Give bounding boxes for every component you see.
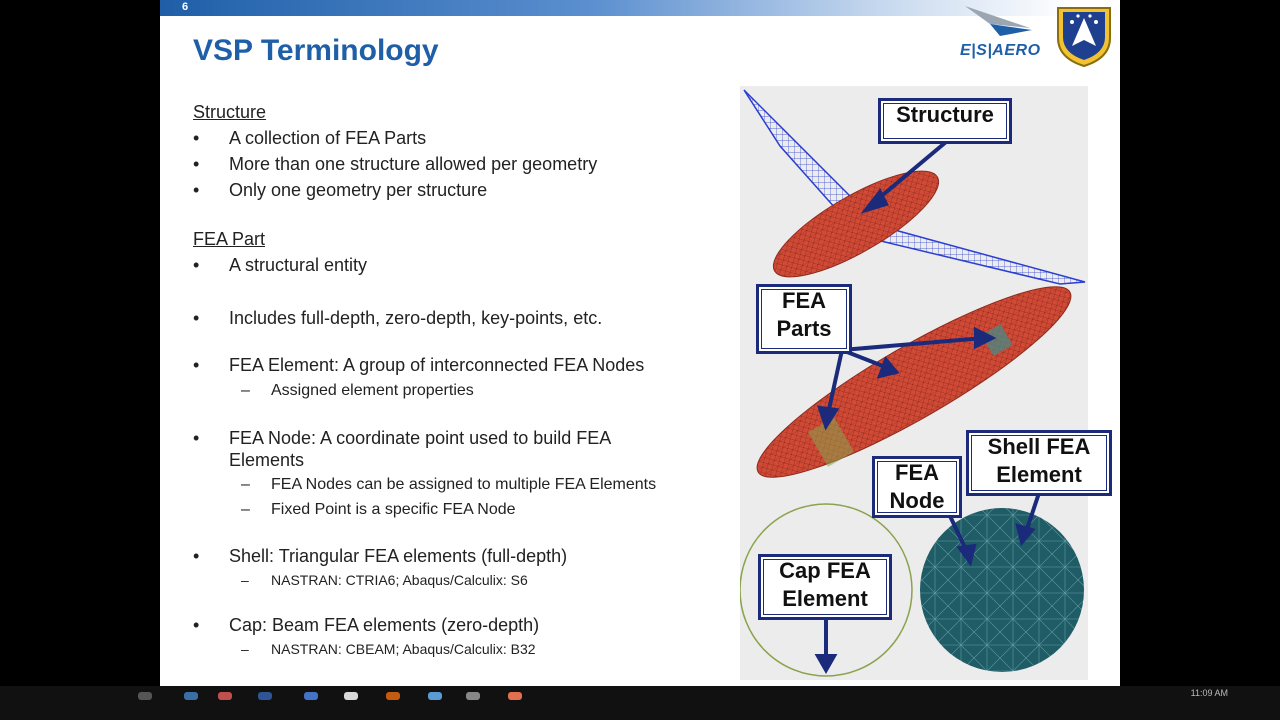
callout-fea-node-line1: FEA	[895, 460, 939, 485]
bullet: A structural entity	[193, 255, 367, 276]
bullet: Cap: Beam FEA elements (zero-depth)	[193, 615, 539, 636]
taskbar-app-icon[interactable]	[386, 692, 400, 700]
taskbar-app-icon[interactable]	[218, 692, 232, 700]
taskbar-clock[interactable]: 11:09 AM	[1190, 688, 1228, 698]
section-heading-fea-part: FEA Part	[193, 229, 266, 249]
callout-fea-node-line2: Node	[889, 488, 945, 513]
taskbar-app-icon[interactable]	[304, 692, 318, 700]
fea-illustration: Structure FEA Parts FEA Node Shell FEA E…	[740, 86, 1112, 680]
slide-top-bar: 6	[160, 0, 1120, 16]
callout-structure: Structure	[878, 98, 1012, 144]
taskbar-app-icon[interactable]	[466, 692, 480, 700]
sub-bullet: NASTRAN: CTRIA6; Abaqus/Calculix: S6	[193, 572, 528, 588]
taskbar-app-icon[interactable]	[508, 692, 522, 700]
callout-fea-node: FEA Node	[872, 456, 962, 518]
callout-cap-line1: Cap FEA	[779, 558, 871, 583]
taskbar-app-icon[interactable]	[138, 692, 152, 700]
esaero-logo-text: E|S|AERO	[960, 42, 1041, 59]
section-heading-structure: Structure	[193, 102, 267, 122]
sub-bullet: FEA Nodes can be assigned to multiple FE…	[193, 476, 656, 494]
esaero-logo: E|S|AERO	[960, 2, 1050, 64]
bullet-continuation: Elements	[229, 450, 305, 470]
callout-shell-line1: Shell FEA	[987, 434, 1091, 459]
bullet: More than one structure allowed per geom…	[193, 154, 597, 175]
callout-shell-line2: Element	[996, 462, 1082, 487]
sub-bullet: NASTRAN: CBEAM; Abaqus/Calculix: B32	[193, 641, 536, 657]
callout-cap-line2: Element	[782, 586, 868, 611]
bullet: Includes full-depth, zero-depth, key-poi…	[193, 308, 602, 329]
bullet: Shell: Triangular FEA elements (full-dep…	[193, 546, 567, 567]
esaero-swoosh-icon	[965, 6, 1032, 36]
callout-fea-parts-line2: Parts	[776, 316, 832, 341]
sub-bullet: Assigned element properties	[193, 382, 474, 400]
callout-cap-fea-element: Cap FEA Element	[758, 554, 892, 620]
taskbar-app-icon[interactable]	[184, 692, 198, 700]
callout-fea-parts-line1: FEA	[782, 288, 826, 313]
bullet: A collection of FEA Parts	[193, 128, 426, 149]
bullet: Only one geometry per structure	[193, 180, 487, 201]
callout-shell-fea-element: Shell FEA Element	[966, 430, 1112, 496]
taskbar-app-icon[interactable]	[344, 692, 358, 700]
taskbar-app-icon[interactable]	[428, 692, 442, 700]
afrl-badge-icon	[1052, 2, 1116, 68]
bullet: FEA Node: A coordinate point used to bui…	[193, 428, 611, 449]
fea-illustration-graphic	[740, 89, 1086, 677]
callout-fea-parts: FEA Parts	[756, 284, 852, 354]
slide-title: VSP Terminology	[193, 34, 439, 67]
sub-bullet: Fixed Point is a specific FEA Node	[193, 501, 516, 519]
taskbar-app-icon[interactable]	[258, 692, 272, 700]
slide-number: 6	[182, 1, 189, 13]
bullet: FEA Element: A group of interconnected F…	[193, 355, 644, 376]
slide: 6 VSP Terminology E|S|AERO Structure A c…	[160, 0, 1120, 686]
taskbar: 11:09 AM	[0, 686, 1280, 720]
